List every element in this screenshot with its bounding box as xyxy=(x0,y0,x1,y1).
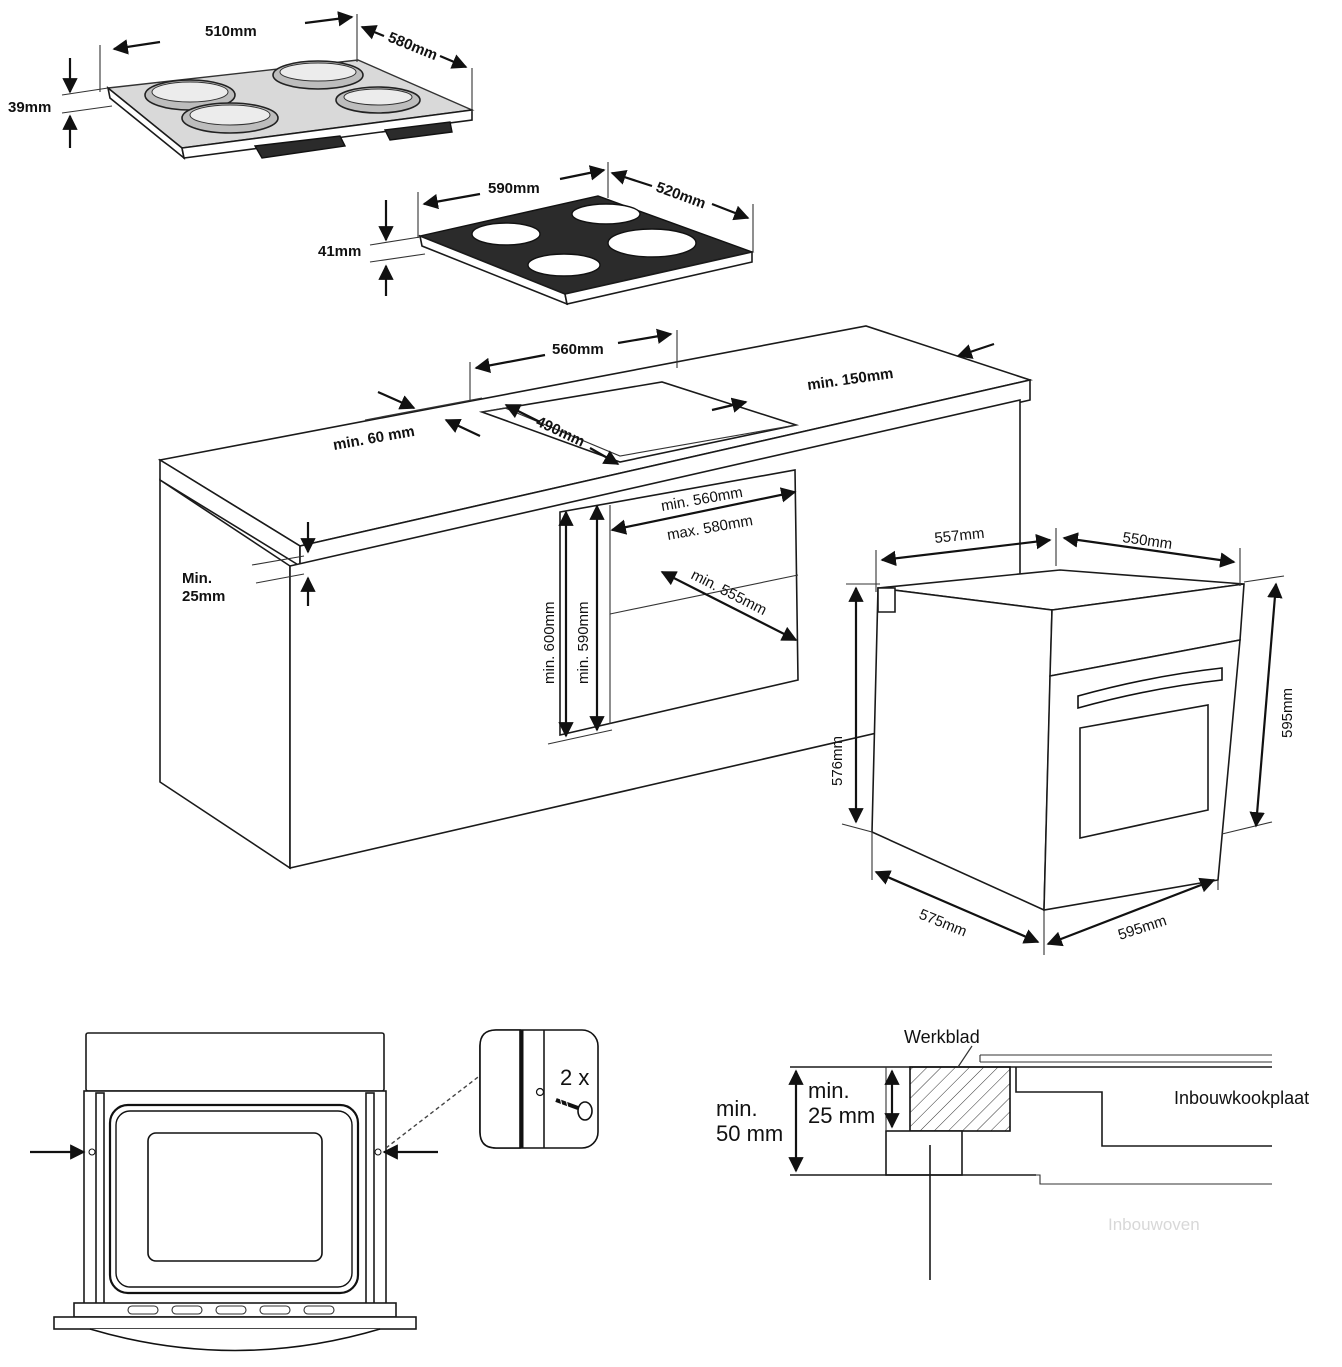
oven-body-height-label: 576mm xyxy=(829,736,846,786)
clearance-value-label: 50 mm xyxy=(716,1121,783,1146)
hob-ceramic-width-label: 590mm xyxy=(488,180,540,197)
worktop-thickness-unit-label: 25mm xyxy=(182,588,225,605)
hob-electric-depth-label: 580mm xyxy=(386,29,440,64)
screw-count-label: 2 x xyxy=(560,1065,589,1090)
hob-electric-height-label: 39mm xyxy=(8,99,51,116)
oven-bottom-depth-label: 575mm xyxy=(917,906,970,941)
kitchen-cabinet-drawing: 560mm 490mm min. 60 mm min. 150mm Min. 2… xyxy=(157,325,1033,870)
hob-electric-width-label: 510mm xyxy=(205,23,257,40)
worktop-label: Werkblad xyxy=(904,1027,980,1047)
section-detail-drawing: Werkblad Inbouwkookplaat Inbouwoven min.… xyxy=(716,1027,1309,1280)
hob-ceramic-height-label: 41mm xyxy=(318,243,361,260)
cooking-zone-icon xyxy=(471,222,541,246)
oven-mounting-drawing: 2 x xyxy=(30,1029,599,1352)
oven-top-depth-label: 550mm xyxy=(1121,529,1173,553)
niche-height-outer-label: min. 600mm xyxy=(541,601,558,684)
cutout-width-label: 560mm xyxy=(552,341,604,358)
screw-icon xyxy=(555,1096,593,1121)
cooking-zone-icon xyxy=(527,253,601,277)
oven-drawing: 557mm 550mm 576mm 595mm 575mm 595mm xyxy=(829,525,1296,955)
worktop-thickness-label: Min. xyxy=(182,570,212,587)
clearance-label: min. xyxy=(716,1096,758,1121)
ceramic-hob-drawing: 590mm 520mm 41mm xyxy=(318,162,755,306)
control-knob-icon xyxy=(127,1305,335,1315)
worktop-min-value-label: 25 mm xyxy=(808,1103,875,1128)
hob-label: Inbouwkookplaat xyxy=(1174,1088,1309,1108)
oven-front-height-label: 595mm xyxy=(1279,688,1296,738)
worktop-section xyxy=(909,1066,1011,1132)
worktop-min-label: min. xyxy=(808,1078,850,1103)
screw-hole-icon xyxy=(88,1148,96,1156)
electric-hob-drawing: 510mm 580mm 39mm xyxy=(8,11,475,161)
screw-hole-icon xyxy=(374,1148,382,1156)
hob-ceramic-depth-label: 520mm xyxy=(654,179,708,213)
cooking-zone-icon xyxy=(571,203,641,225)
oven-label: Inbouwoven xyxy=(1108,1215,1200,1234)
cooking-zone-icon xyxy=(607,228,697,258)
oven-bottom-width-label: 595mm xyxy=(1116,912,1169,944)
niche-height-inner-label: min. 590mm xyxy=(575,601,592,684)
oven-top-width-label: 557mm xyxy=(934,525,986,547)
oven-handle-icon xyxy=(1077,667,1223,710)
